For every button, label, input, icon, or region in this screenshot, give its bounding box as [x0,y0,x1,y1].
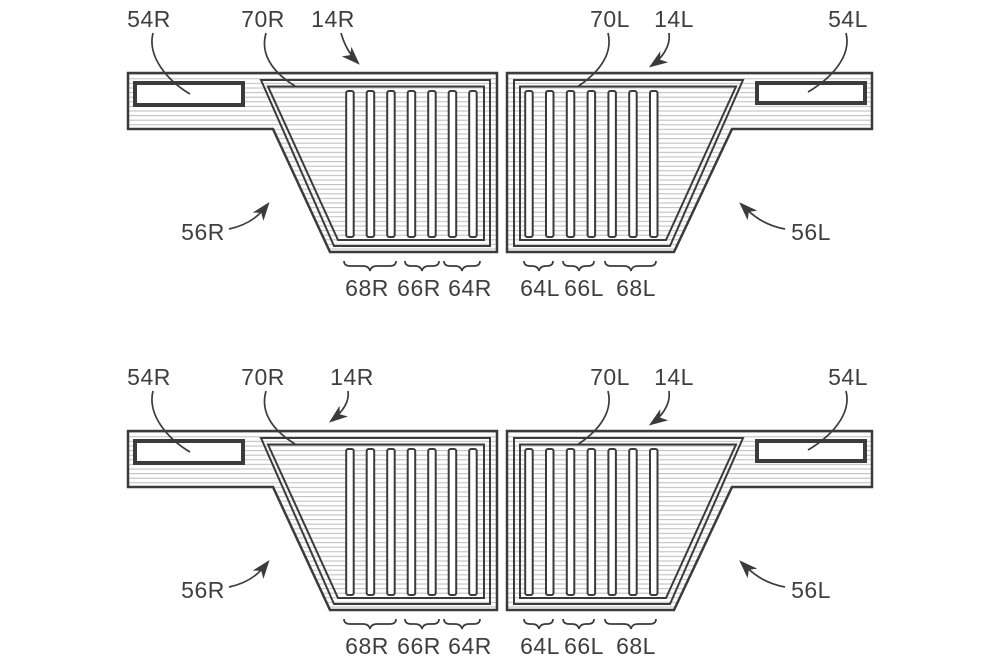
leader-56R [228,201,270,230]
leader-54L [807,32,848,93]
callout-68R: 68R [345,275,389,301]
callout-56L: 56L [791,577,831,603]
callout-68L: 68L [616,275,656,301]
callout-70R: 70R [241,364,285,390]
callout-70R: 70R [241,6,285,32]
callout-56R: 56R [181,219,225,245]
figure-top-leaders [151,32,848,230]
callout-70L: 70L [590,6,630,32]
callout-14L: 14L [654,364,694,390]
callout-66L: 66L [564,275,604,301]
leader-56R [228,559,270,588]
callout-56L: 56L [791,219,831,245]
leader-14R [328,390,350,423]
callout-66R: 66R [397,275,441,301]
callout-70L: 70L [590,364,630,390]
callout-14R: 14R [330,364,374,390]
callout-68R: 68R [345,633,389,659]
leader-54R [151,390,191,453]
callout-54R: 54R [127,364,171,390]
callout-64L: 64L [520,275,560,301]
leader-54L [807,390,848,451]
leader-14R [340,32,360,65]
callout-64L: 64L [520,633,560,659]
leader-54R [151,32,191,95]
figure-bottom-leaders [151,390,848,588]
callout-14R: 14R [311,6,355,32]
leader-70L [576,390,610,446]
callout-64R: 64R [448,633,492,659]
callout-64R: 64R [448,275,492,301]
callout-66R: 66R [397,633,441,659]
figure-top-panels [126,71,874,273]
callout-54L: 54L [828,364,868,390]
callout-54R: 54R [127,6,171,32]
leader-56L [739,202,786,230]
leader-14L [648,390,671,426]
callout-56R: 56R [181,577,225,603]
callout-66L: 66L [564,633,604,659]
leader-14L [648,32,671,68]
figure-bottom-panels [126,429,874,631]
callout-54L: 54L [828,6,868,32]
callout-68L: 68L [616,633,656,659]
leader-70R [263,32,296,87]
leader-70L [576,32,610,88]
leader-56L [739,560,786,588]
callout-14L: 14L [654,6,694,32]
leader-70R [263,390,296,445]
